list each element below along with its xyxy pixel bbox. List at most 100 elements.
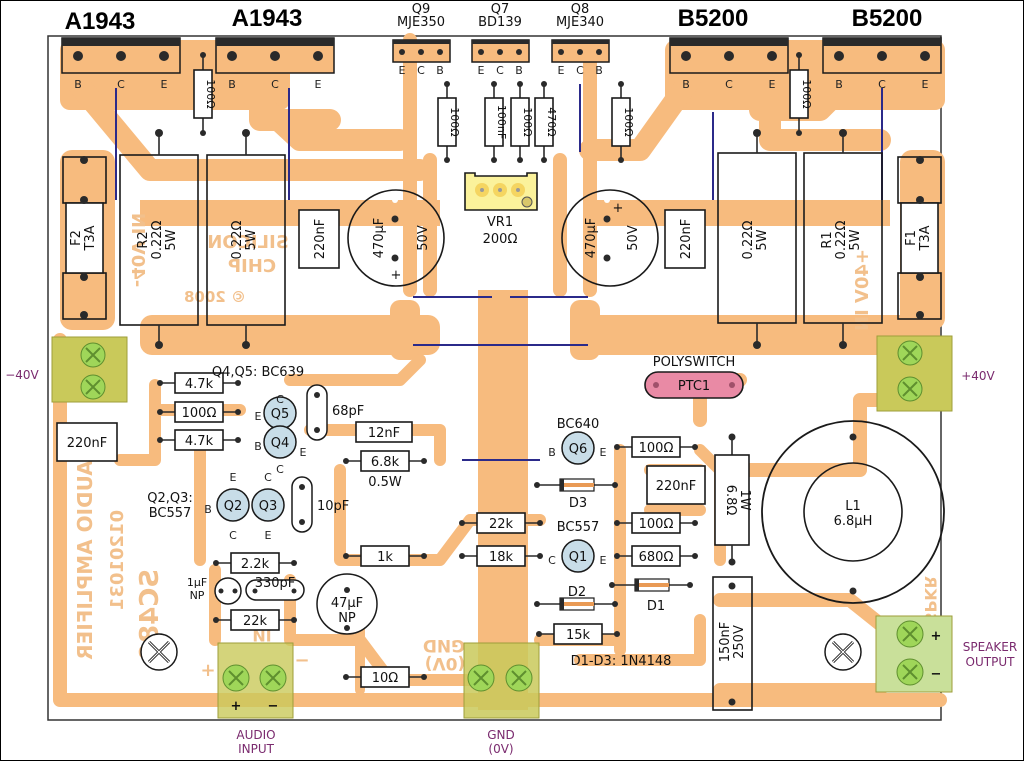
svg-text:+: + <box>931 629 942 644</box>
label-b5200-right: B5200 <box>852 5 923 32</box>
resistor-100-mid: 100Ω <box>157 401 241 423</box>
svg-text:150nF: 150nF <box>718 622 733 663</box>
pin-letter: E <box>922 78 929 91</box>
svg-text:Q5: Q5 <box>271 407 290 422</box>
svg-text:470µF: 470µF <box>584 218 599 259</box>
pin-letter: B <box>254 440 262 453</box>
resistor-22k-input: 22k <box>213 609 297 631</box>
resistor-4k7-top: 4.7k <box>157 372 241 394</box>
resistor-100-q1: 100Ω <box>614 512 698 534</box>
capacitor-10pF: 10pF <box>291 476 349 533</box>
pin-letter: B <box>228 78 236 91</box>
pin-letter: E <box>230 471 237 484</box>
pin-letter: E <box>300 446 307 459</box>
label-speaker-2: OUTPUT <box>966 655 1016 669</box>
label-b5200-left: B5200 <box>678 5 749 32</box>
svg-text:+: + <box>613 201 624 216</box>
silk-pos-rail: +40V IN <box>852 249 873 331</box>
terminal-speaker-output[interactable]: + − <box>875 615 953 693</box>
label-q4q5: Q4,Q5: BC639 <box>212 365 304 380</box>
svg-text:Q6: Q6 <box>569 442 588 457</box>
svg-text:15k: 15k <box>566 628 591 643</box>
pin-letter: C <box>117 78 125 91</box>
resistor-100-gate-left: 100Ω <box>193 52 217 136</box>
svg-text:100Ω: 100Ω <box>800 79 813 108</box>
svg-text:C: C <box>576 64 584 77</box>
svg-text:E: E <box>399 64 406 77</box>
svg-text:Q8: Q8 <box>571 2 590 17</box>
terminal-gnd[interactable] <box>463 642 540 719</box>
diode-d1 <box>609 578 693 592</box>
fuse-f1: F1 T3A <box>897 156 942 320</box>
pin-letter: C <box>548 554 556 567</box>
label-6k8-power: 0.5W <box>368 475 402 490</box>
resistor-22k-mid: 22k <box>459 512 543 534</box>
svg-text:10Ω: 10Ω <box>372 671 399 686</box>
svg-text:5W: 5W <box>848 229 863 250</box>
svg-text:47µF: 47µF <box>331 596 363 611</box>
svg-text:18k: 18k <box>489 550 514 565</box>
svg-text:T3A: T3A <box>83 225 98 251</box>
svg-text:250V: 250V <box>732 625 747 659</box>
capacitor-220nF-right: 220nF <box>664 209 706 269</box>
svg-text:680Ω: 680Ω <box>639 550 674 565</box>
terminal-audio-input[interactable]: + − <box>217 642 294 719</box>
silk-brand-2: CHIP <box>228 256 276 277</box>
svg-text:Q7: Q7 <box>491 2 510 17</box>
svg-text:R1: R1 <box>820 231 835 248</box>
svg-text:4.7k: 4.7k <box>185 377 214 392</box>
silk-neg-rail: -40V IN <box>127 213 148 287</box>
svg-text:5W: 5W <box>755 229 770 250</box>
pin-letter: B <box>835 78 843 91</box>
pin-letter: E <box>600 554 607 567</box>
silk-plus: + <box>200 660 215 681</box>
resistor-100-q8: 100Ω <box>611 81 635 163</box>
silk-brand-1: SILICON <box>207 232 288 253</box>
silk-spkr: SPKR <box>921 576 940 624</box>
label-neg40: −40V <box>5 368 39 382</box>
resistor-2k2: 2.2k <box>213 552 297 574</box>
resistor-right-0.22: 0.22Ω 5W <box>717 129 797 349</box>
svg-text:100Ω: 100Ω <box>639 441 674 456</box>
pin-letter: C <box>276 393 284 406</box>
svg-text:2.2k: 2.2k <box>241 557 270 572</box>
svg-text:MJE340: MJE340 <box>556 15 604 30</box>
label-audio-input-2: INPUT <box>238 742 275 756</box>
svg-text:L1: L1 <box>845 499 861 514</box>
svg-text:T3A: T3A <box>918 225 933 251</box>
svg-text:+: + <box>231 699 242 714</box>
svg-text:6.8Ω: 6.8Ω <box>723 485 738 516</box>
svg-text:100nF: 100nF <box>495 105 508 139</box>
diode-d3 <box>534 478 618 492</box>
terminal-neg40[interactable] <box>51 336 128 403</box>
label-q6-part: BC640 <box>557 417 600 432</box>
diodes <box>534 478 693 611</box>
svg-text:68pF: 68pF <box>332 404 364 419</box>
svg-text:Q3: Q3 <box>259 499 278 514</box>
resistor-470: 470Ω <box>534 81 558 163</box>
pin-letter: C <box>229 529 237 542</box>
svg-text:220nF: 220nF <box>67 436 108 451</box>
svg-text:100Ω: 100Ω <box>639 517 674 532</box>
polyswitch-ptc1: POLYSWITCH PTC1 <box>644 355 744 399</box>
svg-text:NP: NP <box>190 589 205 602</box>
pin-letter: E <box>769 78 776 91</box>
svg-text:4.7k: 4.7k <box>185 434 214 449</box>
resistor-4k7-bottom: 4.7k <box>157 429 241 451</box>
svg-text:Q4: Q4 <box>271 436 290 451</box>
capacitor-220nF-left: 220nF <box>298 209 340 269</box>
svg-text:−: − <box>268 699 279 714</box>
capacitor-330pF: 330pF <box>245 576 305 601</box>
resistor-100-q9: 100Ω <box>437 81 461 163</box>
terminal-pos40[interactable] <box>876 335 953 412</box>
svg-text:B: B <box>515 64 523 77</box>
